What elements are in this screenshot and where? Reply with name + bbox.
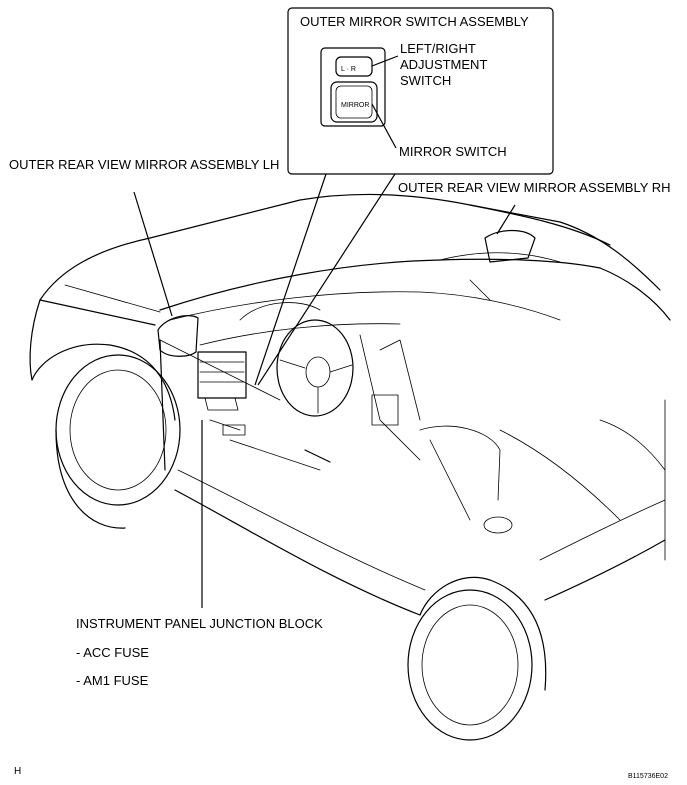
label-adjust-line1: LEFT/RIGHT: [400, 41, 476, 56]
left-right-switch-text: L · R: [341, 66, 356, 73]
mirror-switch-outer: [330, 81, 378, 123]
footer-mark: H: [14, 766, 22, 777]
mirror-lh-shape: [157, 315, 199, 357]
mirror-rh-shape: [484, 229, 536, 263]
label-mirror-rh: OUTER REAR VIEW MIRROR ASSEMBLY RH: [398, 180, 671, 195]
label-acc-fuse: - ACC FUSE: [76, 645, 149, 660]
interior: [157, 229, 561, 521]
label-adjust-line3: SWITCH: [400, 73, 452, 88]
label-mirror-lh: OUTER REAR VIEW MIRROR ASSEMBLY LH: [9, 157, 280, 172]
inset-title: OUTER MIRROR SWITCH ASSEMBLY: [300, 14, 529, 29]
leader-mirror-switch: [371, 103, 397, 149]
callout-right-edge: [257, 173, 396, 386]
leader-mirror-rh: [496, 204, 516, 235]
leader-adjust-switch: [371, 55, 399, 67]
junction-block: [197, 351, 247, 399]
leader-mirror-lh: [133, 191, 173, 317]
switch-body: [320, 47, 386, 127]
label-adjust-line2: ADJUSTMENT: [400, 57, 488, 72]
mirror-switch-text: MIRROR: [341, 102, 370, 109]
inset-box: [287, 7, 554, 175]
callout-left-edge: [254, 173, 327, 386]
mirror-switch-inner: [335, 85, 373, 119]
label-mirror-switch: MIRROR SWITCH: [399, 144, 507, 159]
figure-code: B115736E02: [628, 773, 668, 780]
label-am1-fuse: - AM1 FUSE: [76, 673, 149, 688]
steering-wheel: [276, 319, 354, 417]
label-junction-block: INSTRUMENT PANEL JUNCTION BLOCK: [76, 616, 323, 631]
left-right-switch: [335, 56, 373, 77]
fuel-cap: [483, 516, 513, 534]
shifter: [371, 394, 399, 426]
rear-left-wheel: [407, 589, 533, 741]
car-body: [29, 193, 671, 741]
